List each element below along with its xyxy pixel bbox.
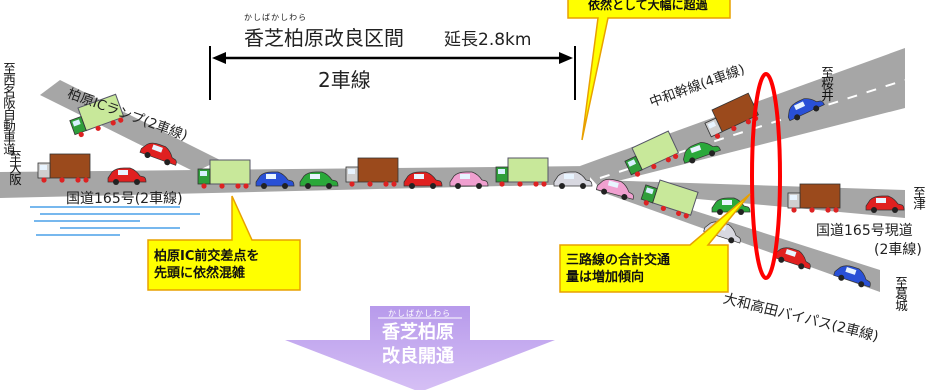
dest-sakurai: 至桜井 <box>819 66 834 101</box>
callout-traffic <box>559 193 751 293</box>
truck-icon <box>345 157 399 188</box>
road-label-route165-current-2: (2車線) <box>874 242 922 258</box>
section-ruby: かしばかしわら <box>244 13 308 22</box>
main-road <box>0 166 590 198</box>
callout-congestion-line1: 柏原IC前交差点を <box>154 249 260 264</box>
truck-icon <box>37 153 91 184</box>
dest-katsuragi: 至葛城 <box>893 276 908 311</box>
open-arrow <box>285 306 555 390</box>
callout-traffic-line2: 量は増加傾向 <box>566 270 645 285</box>
river-lines <box>30 206 200 236</box>
arrow-line2: 改良開通 <box>382 346 454 367</box>
section-length: 延長2.8km <box>444 30 532 50</box>
section-name: 香芝柏原改良区間 <box>244 26 404 50</box>
truck-icon <box>495 157 549 188</box>
callout-traffic-line1: 三路線の合計交通 <box>566 253 671 268</box>
dest-osaka: 至大阪 <box>7 150 22 185</box>
lanes-label: 2車線 <box>318 68 371 92</box>
road-label-route165-current-1: 国道165号現道 <box>816 223 913 239</box>
callout-top-right-text: 依然として大幅に超過 <box>588 0 708 12</box>
callout-top-right <box>567 0 731 141</box>
callout-congestion-line2: 先頭に依然混雑 <box>154 266 246 281</box>
ic-ramp <box>40 80 220 172</box>
callout-congestion <box>147 195 301 291</box>
traffic-ellipse <box>750 72 782 280</box>
dest-nishimeihan: 至西名阪自動車道 <box>1 62 16 154</box>
arrow-ruby: かしばかしわら <box>388 309 452 318</box>
road-label-route165: 国道165号(2車線) <box>66 191 183 207</box>
dest-tsu: 至津 <box>911 186 926 209</box>
arrow-line1: 香芝柏原 <box>382 322 454 343</box>
